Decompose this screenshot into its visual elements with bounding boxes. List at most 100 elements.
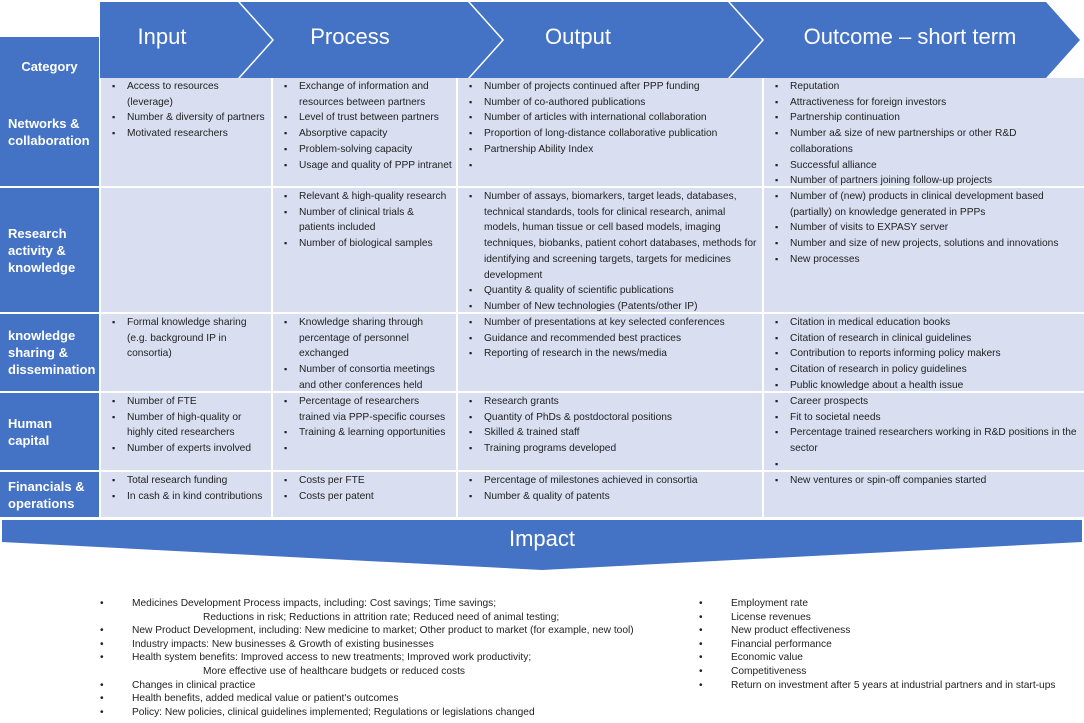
cell-process: Percentage of researchers trained via PP… (271, 393, 456, 472)
cell-outcome: Career prospectsFit to societal needsPer… (762, 393, 1084, 472)
indicator-item: Number of articles with international co… (469, 110, 758, 126)
cell-input: Formal knowledge sharing (e.g. backgroun… (99, 314, 271, 393)
indicator-item: Number and size of new projects, solutio… (775, 236, 1080, 252)
indicator-item: Fit to societal needs (775, 410, 1080, 426)
indicator-item: Reporting of research in the news/media (469, 346, 758, 362)
row-human-capital: Human capital Number of FTENumber of hig… (0, 393, 1084, 472)
indicator-list: Number of FTENumber of high-quality or h… (109, 394, 267, 457)
indicator-item: Public knowledge about a health issue (775, 378, 1080, 391)
process-arrow (240, 2, 502, 78)
impact-label: Impact (508, 526, 576, 551)
indicator-item: Citation of research in policy guideline… (775, 362, 1080, 378)
impact-item: Competitiveness (699, 665, 1055, 679)
indicator-list: Formal knowledge sharing (e.g. backgroun… (109, 315, 267, 362)
indicator-item (469, 158, 758, 174)
indicator-item: Number of FTE (112, 394, 267, 410)
cell-process: Knowledge sharing through percentage of … (271, 314, 456, 393)
impact-item: Health system benefits: Improved access … (100, 651, 634, 665)
indicator-list: Citation in medical education booksCitat… (772, 315, 1080, 391)
indicator-list: ReputationAttractiveness for foreign inv… (772, 79, 1080, 186)
indicator-item: Number of partners joining follow-up pro… (775, 173, 1080, 186)
stage-label-outcome: Outcome – short term (803, 24, 1017, 49)
cell-outcome: Citation in medical education booksCitat… (762, 314, 1084, 393)
indicator-item: Number of biological samples (284, 236, 452, 252)
cell-output: Research grantsQuantity of PhDs & postdo… (456, 393, 762, 472)
impact-item: Reductions in risk; Reductions in attrit… (203, 611, 560, 623)
impact-item: Return on investment after 5 years at in… (699, 679, 1056, 693)
impact-item: Health benefits, added medical value or … (100, 692, 634, 706)
indicator-item: Relevant & high-quality research (284, 189, 452, 205)
indicator-grid: Networks & collaboration Access to resou… (0, 78, 1084, 519)
indicator-item: Number of visits to EXPASY server (775, 220, 1080, 236)
impact-item: New Product Development, including: New … (100, 624, 634, 638)
indicator-item: Number of assays, biomarkers, target lea… (469, 189, 758, 283)
impact-item: Industry impacts: New businesses & Growt… (100, 638, 634, 652)
cell-process: Costs per FTECosts per patent (271, 472, 456, 519)
cell-output: Number of projects continued after PPP f… (456, 78, 762, 188)
indicator-item: Skilled & trained staff (469, 425, 758, 441)
indicator-item (284, 441, 452, 457)
impact-item: License revenues (699, 611, 1055, 625)
indicator-item: Number of presentations at key selected … (469, 315, 758, 331)
indicator-item: Attractiveness for foreign investors (775, 95, 1080, 111)
indicator-item: Citation in medical education books (775, 315, 1080, 331)
indicator-list: Total research fundingIn cash & in kind … (109, 473, 267, 504)
indicator-list: Exchange of information and resources be… (281, 79, 452, 173)
indicator-item: New ventures or spin-off companies start… (775, 473, 1080, 489)
indicator-item: Number & diversity of partners (112, 110, 267, 126)
row-category: Research activity & knowledge (0, 188, 99, 314)
cell-output: Number of presentations at key selected … (456, 314, 762, 393)
indicator-item: Usage and quality of PPP intranet (284, 158, 452, 174)
indicator-list: Number of projects continued after PPP f… (466, 79, 758, 173)
cell-outcome: New ventures or spin-off companies start… (762, 472, 1084, 519)
cell-output: Number of assays, biomarkers, target lea… (456, 188, 762, 314)
indicator-item: Motivated researchers (112, 126, 267, 142)
row-financials: Financials & operations Total research f… (0, 472, 1084, 519)
indicator-item: Number of experts involved (112, 441, 267, 457)
indicator-item (775, 457, 1080, 470)
impact-list-right: Employment rateLicense revenuesNew produ… (699, 597, 1056, 693)
indicator-item: Contribution to reports informing policy… (775, 346, 1080, 362)
indicator-list: Knowledge sharing through percentage of … (281, 315, 452, 391)
indicator-list: Research grantsQuantity of PhDs & postdo… (466, 394, 758, 457)
impact-item: Employment rate (699, 597, 1055, 611)
indicator-item: Costs per patent (284, 489, 452, 505)
row-category: Human capital (0, 393, 99, 472)
impact-item: Financial performance (699, 638, 1055, 652)
impact-list-left: Medicines Development Process impacts, i… (100, 597, 634, 719)
indicator-item: Knowledge sharing through percentage of … (284, 315, 452, 362)
indicator-item: Guidance and recommended best practices (469, 331, 758, 347)
cell-input: Number of FTENumber of high-quality or h… (99, 393, 271, 472)
indicator-item: Percentage of researchers trained via PP… (284, 394, 452, 425)
cell-output: Percentage of milestones achieved in con… (456, 472, 762, 519)
cell-input: Access to resources (leverage)Number & d… (99, 78, 271, 188)
row-networks: Networks & collaboration Access to resou… (0, 78, 1084, 188)
indicator-item: Number & quality of patents (469, 489, 758, 505)
indicator-item: Career prospects (775, 394, 1080, 410)
cell-input (99, 188, 271, 314)
indicator-item: Training programs developed (469, 441, 758, 457)
indicator-list: Percentage of researchers trained via PP… (281, 394, 452, 457)
impact-item: Changes in clinical practice (100, 679, 634, 693)
indicator-item: Training & learning opportunities (284, 425, 452, 441)
indicator-item: Number of consortia meetings and other c… (284, 362, 452, 391)
indicator-item: Successful alliance (775, 158, 1080, 174)
stage-label-process: Process (310, 24, 390, 49)
indicator-item: Exchange of information and resources be… (284, 79, 452, 110)
indicator-item: Number of co-authored publications (469, 95, 758, 111)
cell-process: Exchange of information and resources be… (271, 78, 456, 188)
indicator-item: Costs per FTE (284, 473, 452, 489)
indicator-item: Quantity of PhDs & postdoctoral position… (469, 410, 758, 426)
indicator-item: Number of clinical trials & patients inc… (284, 205, 452, 236)
impact-arrow (2, 520, 1082, 570)
indicator-item: New processes (775, 252, 1080, 268)
indicator-item: Formal knowledge sharing (e.g. backgroun… (112, 315, 267, 362)
indicator-item: Number a& size of new partnerships or ot… (775, 126, 1080, 157)
indicator-list: Percentage of milestones achieved in con… (466, 473, 758, 504)
indicator-item: Reputation (775, 79, 1080, 95)
category-header: Category (0, 37, 99, 78)
impact-item: More effective use of healthcare budgets… (203, 665, 466, 677)
indicator-item: Absorptive capacity (284, 126, 452, 142)
indicator-list: Relevant & high-quality researchNumber o… (281, 189, 452, 252)
indicator-item: Access to resources (leverage) (112, 79, 267, 110)
